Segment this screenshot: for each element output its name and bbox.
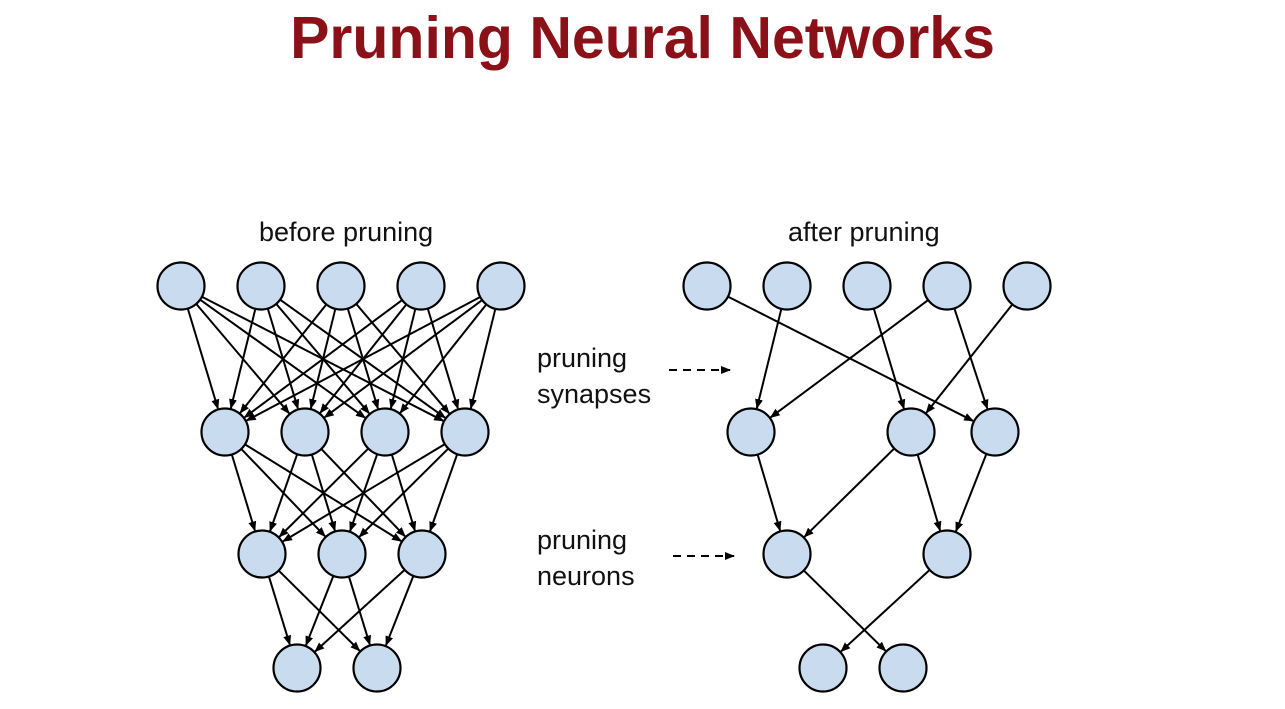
after-synapse-l2-1-0 <box>840 569 931 653</box>
before-synapse-l0-0-0 <box>186 308 220 410</box>
after-synapse-l2-0-1 <box>803 569 887 652</box>
before-synapse-l0-2-0 <box>239 303 328 414</box>
after-neuron-l1-n1 <box>886 407 936 457</box>
after-synapse-l0-4-1 <box>925 303 1014 414</box>
after-neuron-l1-n2 <box>970 407 1020 457</box>
before-synapse-l0-3-0 <box>243 299 403 419</box>
before-neuron-l1-n0 <box>200 407 250 457</box>
before-pruning-caption: before pruning <box>259 217 434 247</box>
after-synapse-l0-2-1 <box>872 308 906 410</box>
before-neuron-l2-n2 <box>397 529 447 579</box>
before-synapse-l1-1-0 <box>269 453 299 532</box>
pruning-neurons-line1: pruning <box>537 525 628 555</box>
before-synapse-l0-4-0 <box>245 296 481 422</box>
after-neuron-l0-n4 <box>1002 261 1052 311</box>
pruning-synapses-line1: pruning <box>537 343 628 373</box>
after-neuron-l1-n0 <box>726 407 776 457</box>
before-neuron-l3-n0 <box>272 643 322 693</box>
before-synapse-l1-3-1 <box>358 447 450 538</box>
after-synapse-l1-0-0 <box>756 454 782 532</box>
after-network-connections <box>727 295 1014 653</box>
before-synapse-l1-3-0 <box>282 443 446 543</box>
after-synapse-l1-1-0 <box>803 447 895 538</box>
after-synapse-l0-3-2 <box>953 308 989 410</box>
after-neuron-l2-n1 <box>922 529 972 579</box>
before-neuron-l0-n2 <box>316 261 366 311</box>
after-neuron-l0-n3 <box>922 261 972 311</box>
after-neuron-l0-n0 <box>682 261 732 311</box>
after-neuron-l0-n2 <box>842 261 892 311</box>
before-synapse-l2-2-0 <box>314 569 406 653</box>
before-synapse-l1-0-0 <box>230 454 257 532</box>
before-neuron-l1-n2 <box>360 407 410 457</box>
pruning-synapses-label: pruning synapses <box>537 340 651 412</box>
before-neuron-l1-n1 <box>280 407 330 457</box>
before-neuron-l0-n1 <box>236 261 286 311</box>
before-synapse-l0-1-0 <box>229 308 257 410</box>
page-title: Pruning Neural Networks <box>290 5 995 71</box>
pruning-neurons-line2: neurons <box>537 561 635 591</box>
before-synapse-l0-4-1 <box>323 299 483 419</box>
after-synapse-l0-1-0 <box>755 308 783 410</box>
before-neuron-l0-n4 <box>476 261 526 311</box>
pruning-neurons-label: pruning neurons <box>537 522 635 594</box>
after-network-neurons <box>682 261 1052 693</box>
after-synapse-l1-2-1 <box>955 453 988 533</box>
before-synapse-l1-2-0 <box>278 447 370 538</box>
after-synapse-l1-1-1 <box>916 454 942 532</box>
after-pruning-caption: after pruning <box>788 217 940 247</box>
after-neuron-l0-n1 <box>762 261 812 311</box>
before-neuron-l0-n3 <box>396 261 446 311</box>
before-neuron-l2-n0 <box>237 529 287 579</box>
before-network-connections <box>186 295 497 653</box>
before-neuron-l1-n3 <box>440 407 490 457</box>
before-synapse-l0-4-2 <box>399 303 488 414</box>
before-synapse-l0-4-3 <box>469 308 497 410</box>
before-synapse-l1-3-2 <box>429 453 459 532</box>
before-neuron-l0-n0 <box>156 261 206 311</box>
pruning-synapses-line2: synapses <box>537 379 652 409</box>
transition-arrows <box>669 366 735 560</box>
after-neuron-l3-n0 <box>798 643 848 693</box>
after-neuron-l2-n0 <box>762 529 812 579</box>
after-synapse-l0-3-0 <box>769 299 929 419</box>
before-synapse-l2-0-0 <box>267 576 291 646</box>
before-synapse-l2-2-1 <box>385 575 415 647</box>
before-neuron-l3-n1 <box>352 643 402 693</box>
before-network-neurons <box>156 261 526 693</box>
before-neuron-l2-n1 <box>317 529 367 579</box>
before-synapse-l2-1-0 <box>305 575 335 647</box>
after-neuron-l3-n1 <box>878 643 928 693</box>
